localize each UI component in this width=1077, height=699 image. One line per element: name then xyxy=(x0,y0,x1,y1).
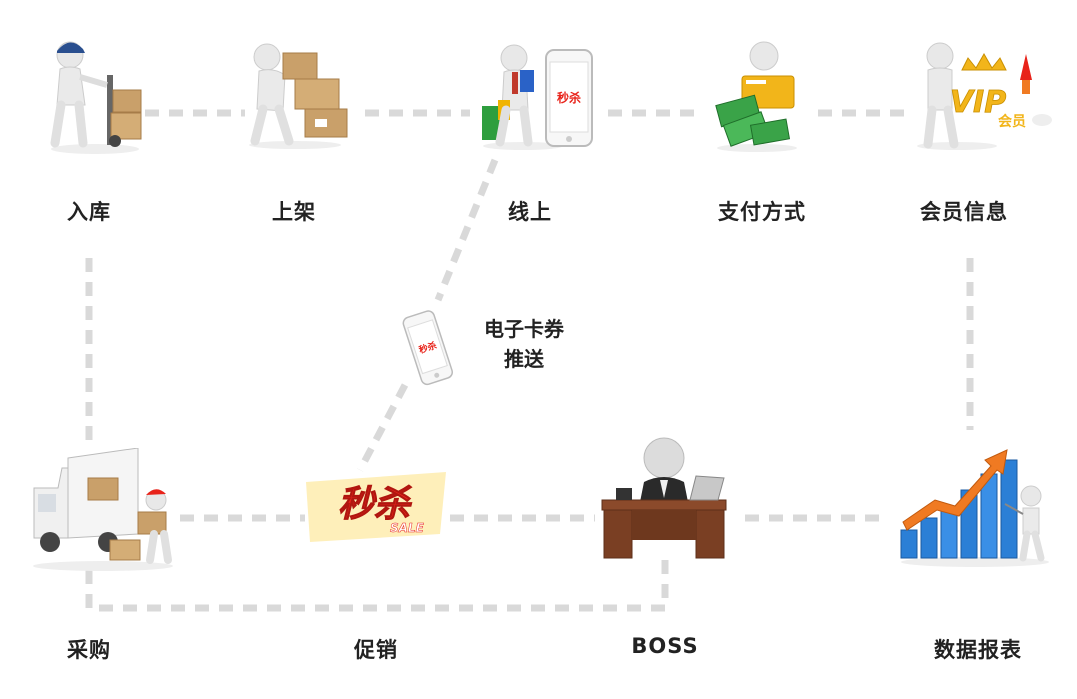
node-label-stock-in: 入库 xyxy=(67,196,111,226)
sale-logo-text: SALE xyxy=(390,521,425,535)
online-phone-logo: 秒杀 xyxy=(557,90,581,105)
node-label-purchase: 采购 xyxy=(67,634,111,664)
node-label-promotion: 促销 xyxy=(354,634,398,664)
vip-member-text: 会员 xyxy=(998,113,1026,130)
connector-online-coupon xyxy=(438,160,495,300)
node-label-reports: 数据报表 xyxy=(934,634,1022,664)
boss-illustration xyxy=(598,432,733,562)
member-illustration: VIP 会员 xyxy=(912,40,1062,150)
node-label-shelving: 上架 xyxy=(272,196,316,226)
payment-illustration xyxy=(712,38,802,153)
node-label-online: 线上 xyxy=(508,196,552,226)
online-illustration: 秒杀 xyxy=(478,40,598,150)
node-label-payment: 支付方式 xyxy=(718,196,806,226)
promotion-illustration: 秒杀 SALE xyxy=(300,468,452,548)
flash-sale-logo-text: 秒杀 xyxy=(338,484,412,525)
connector-coupon-promotion xyxy=(360,385,405,470)
reports-illustration xyxy=(895,438,1055,568)
shelving-illustration xyxy=(245,35,355,150)
coupon-label-line2: 推送 xyxy=(484,344,564,374)
purchase-illustration xyxy=(28,448,178,573)
stock-in-illustration xyxy=(45,35,145,155)
coupon-phone-illustration: 秒杀 xyxy=(400,306,460,390)
node-label-member: 会员信息 xyxy=(920,196,1008,226)
coupon-push-label: 电子卡券 推送 xyxy=(484,314,564,374)
coupon-label-line1: 电子卡券 xyxy=(484,314,564,344)
node-label-boss: BOSS xyxy=(631,634,698,658)
